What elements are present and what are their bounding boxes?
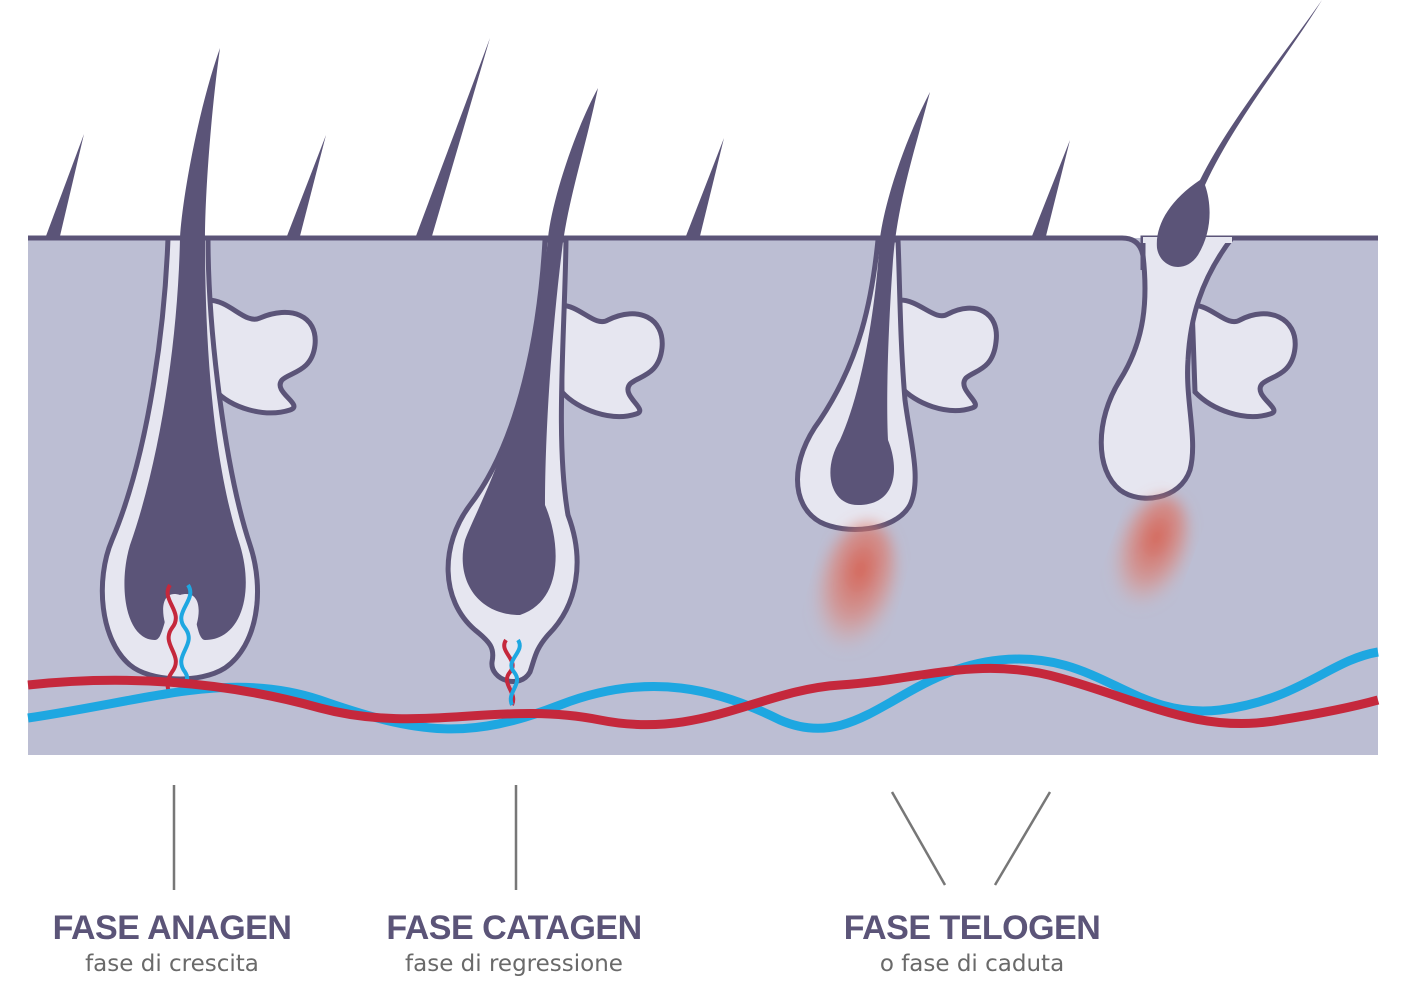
telogen-subtitle: o fase di caduta [879,951,1065,977]
pointer-lines [172,785,1052,890]
telogen-sebaceous-gland [897,297,999,414]
telogen-title: FASE TELOGEN [843,909,1101,947]
blood-vessels [27,647,1380,734]
telogen-pointer-left [890,791,947,886]
telogen-inflammation [814,521,896,659]
vein [27,647,1379,734]
surface-hairs [46,38,1070,236]
anagen-subtitle: fase di crescita [85,951,259,977]
shedding-sebaceous-gland [1189,302,1298,420]
catagen-subtitle: fase di regressione [405,951,623,977]
anagen-hair-shaft [124,48,246,640]
shedding-follicle-sheath [1098,235,1238,501]
catagen-papilla-vein [508,638,522,706]
catagen-label: FASE CATAGEN fase di regressione [304,908,724,980]
telogen-hair-shaft [830,92,930,505]
catagen-follicle [445,88,665,706]
telogen-follicle [795,92,999,659]
telogen-label: FASE TELOGEN o fase di caduta [762,908,1182,980]
catagen-title: FASE CATAGEN [386,909,642,947]
anagen-label: FASE ANAGEN fase di crescita [0,908,382,980]
catagen-hair-shaft [462,88,598,615]
shedding-hair [1156,0,1322,267]
shedding-inflammation [1111,495,1189,615]
telogen-pointer-right [993,791,1052,886]
anagen-title: FASE ANAGEN [52,909,292,947]
artery [27,663,1380,730]
shedding-follicle [1098,0,1322,615]
catagen-sebaceous-gland [557,302,665,420]
anagen-sebaceous-gland [205,297,318,416]
